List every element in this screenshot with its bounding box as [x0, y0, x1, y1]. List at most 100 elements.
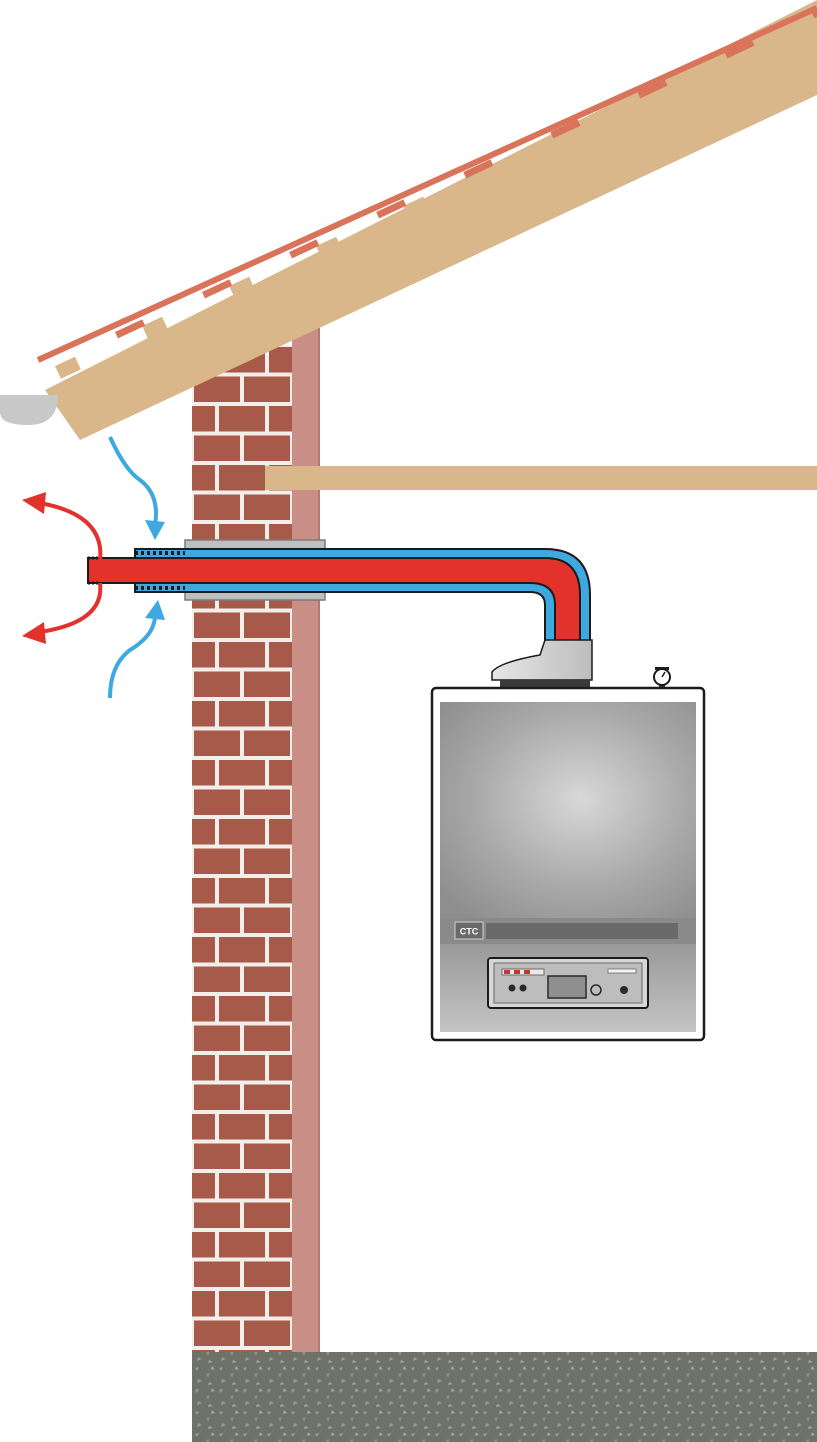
brick — [192, 406, 215, 432]
brick — [219, 878, 265, 904]
intake-arrow-lower — [108, 614, 157, 699]
brick — [244, 907, 290, 933]
brick — [219, 1173, 265, 1199]
flue-pipe — [87, 539, 593, 688]
control-display-window — [547, 975, 587, 999]
roof-batten — [142, 316, 168, 339]
brick — [244, 1143, 290, 1169]
roof-batten — [403, 196, 430, 219]
roof-batten — [577, 116, 604, 139]
flue-terminal-grille — [88, 551, 185, 590]
brick — [194, 1025, 240, 1051]
brick — [219, 465, 265, 491]
brick — [219, 1055, 265, 1081]
roof-tile-laps — [114, 0, 817, 339]
intake-arrows — [108, 436, 165, 699]
brick — [194, 435, 240, 461]
brick — [219, 1114, 265, 1140]
intake-arrowhead-lower — [145, 600, 165, 620]
brick — [269, 1173, 292, 1199]
brick — [192, 1291, 215, 1317]
brick — [192, 996, 215, 1022]
brick — [194, 966, 240, 992]
brick — [244, 612, 290, 638]
roof-tile-lap — [376, 199, 407, 219]
brick — [192, 819, 215, 845]
roof-tile-lap — [289, 239, 320, 259]
brick — [192, 878, 215, 904]
roof-tile-lap — [724, 39, 755, 59]
control-button-3 — [620, 986, 628, 994]
brick — [219, 1350, 265, 1352]
brick — [194, 1202, 240, 1228]
brick — [244, 966, 290, 992]
brick — [192, 1114, 215, 1140]
boiler: CTC — [430, 667, 706, 1042]
brick — [244, 435, 290, 461]
flue-adapter-base — [500, 680, 590, 688]
roof-rafter — [45, 0, 817, 440]
intake-arrowhead-upper — [145, 520, 165, 540]
brick — [192, 701, 215, 727]
roof-tile-lap — [637, 79, 668, 99]
exhaust-arrow-lower — [39, 582, 103, 634]
brick — [192, 937, 215, 963]
brick — [219, 642, 265, 668]
exhaust-arrowhead-lower — [22, 622, 46, 644]
control-button-2 — [519, 984, 527, 992]
brick — [269, 701, 292, 727]
exhaust-arrowhead-upper — [22, 492, 46, 514]
brick — [192, 465, 215, 491]
intake-arrow-upper — [108, 436, 158, 526]
brick — [244, 1320, 290, 1346]
brick — [194, 1143, 240, 1169]
boiler-front-panel — [440, 702, 696, 918]
brick — [219, 1232, 265, 1258]
brick — [192, 1173, 215, 1199]
brick — [244, 494, 290, 520]
exhaust-arrows — [22, 492, 103, 644]
brick — [192, 642, 215, 668]
control-dial — [590, 984, 602, 996]
roof-batten — [54, 356, 81, 379]
roof-batten — [664, 76, 691, 99]
brick — [219, 760, 265, 786]
brick — [269, 760, 292, 786]
brick — [244, 376, 290, 402]
boiler-brand-strip-slot — [486, 923, 678, 939]
brick — [269, 819, 292, 845]
brick — [244, 1025, 290, 1051]
brick — [192, 760, 215, 786]
brick — [219, 701, 265, 727]
brick — [194, 612, 240, 638]
brick — [269, 642, 292, 668]
pressure-gauge-icon — [653, 667, 671, 690]
brick — [244, 1261, 290, 1287]
roof-tiles — [36, 5, 817, 363]
brick — [192, 1232, 215, 1258]
brick — [244, 671, 290, 697]
brick — [194, 789, 240, 815]
brick — [269, 1350, 292, 1352]
brick — [269, 406, 292, 432]
brick — [219, 937, 265, 963]
brick — [219, 819, 265, 845]
brick — [269, 1114, 292, 1140]
brick — [269, 878, 292, 904]
brick — [244, 848, 290, 874]
brick — [192, 1055, 215, 1081]
brick — [269, 996, 292, 1022]
brick — [219, 996, 265, 1022]
roof-batten — [751, 36, 778, 59]
brick — [269, 1291, 292, 1317]
roof-tile-lap — [463, 159, 494, 179]
control-indicator-strip — [501, 968, 545, 976]
brick — [244, 1202, 290, 1228]
roof-tile-lap — [202, 279, 233, 299]
boiler-brand-label: CTC — [460, 927, 479, 937]
roof-batten — [229, 276, 255, 299]
gutter — [0, 395, 58, 425]
brick — [244, 730, 290, 756]
brick — [244, 1084, 290, 1110]
roof-batten — [316, 236, 343, 259]
